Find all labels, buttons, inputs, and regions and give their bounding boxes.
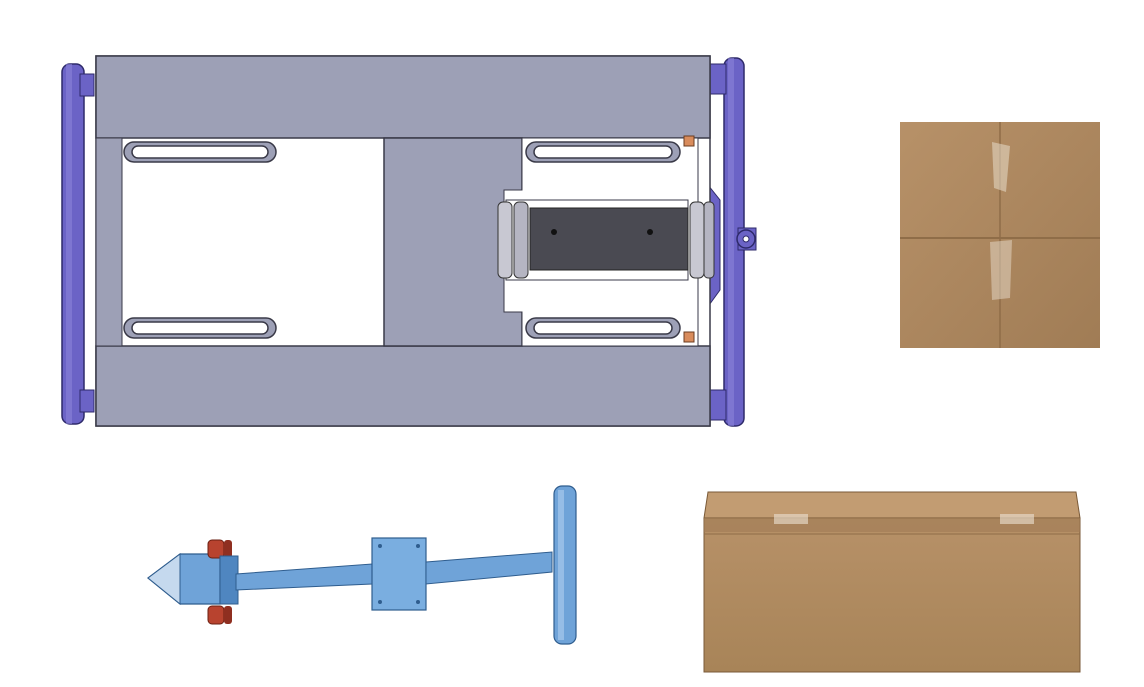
slots bbox=[123, 141, 681, 339]
t-grip bbox=[553, 485, 577, 645]
upper-shaft bbox=[425, 551, 553, 585]
marker bbox=[683, 135, 695, 147]
lift-frame-drawing bbox=[58, 50, 768, 435]
box-side-svg bbox=[703, 491, 1081, 673]
tow-handle-svg bbox=[147, 485, 577, 645]
wheel bbox=[207, 605, 225, 625]
left-rail bbox=[95, 137, 123, 347]
handle-shaft bbox=[235, 563, 373, 591]
marker bbox=[683, 331, 695, 343]
wheel bbox=[207, 539, 225, 559]
box-top-svg bbox=[900, 122, 1100, 348]
bottom-beam bbox=[95, 345, 711, 427]
lift-frame-svg bbox=[61, 55, 757, 427]
mount-plate bbox=[371, 537, 427, 611]
top-beam bbox=[95, 55, 711, 139]
tape-shine bbox=[990, 240, 1012, 300]
left-roller bbox=[61, 63, 95, 425]
tow-handle-drawing bbox=[140, 480, 610, 650]
hitch-bracket bbox=[497, 199, 715, 281]
tape-shine bbox=[992, 142, 1010, 192]
packed-box-side-view bbox=[700, 488, 1084, 678]
tape-shine bbox=[1000, 514, 1034, 524]
tape-shine bbox=[774, 514, 808, 524]
packed-box-top-view bbox=[900, 122, 1100, 348]
